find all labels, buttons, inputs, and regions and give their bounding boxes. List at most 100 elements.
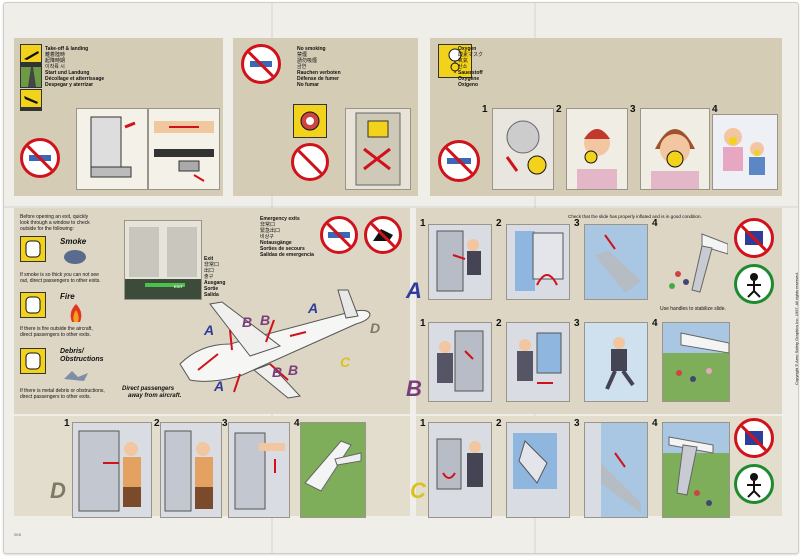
exit-c-no-baggage-icon — [734, 418, 774, 458]
exit-d-step-1-illustration — [72, 422, 152, 518]
debris-icon — [64, 368, 88, 386]
exit-a-step-3-illustration — [584, 224, 648, 300]
exit-a-step-1-number: 1 — [420, 218, 426, 229]
diagram-letter-b-2: B — [260, 312, 271, 328]
exit-b-step-3-illustration — [584, 322, 648, 402]
slide-check-text: Check that the slide has properly inflat… — [568, 214, 702, 219]
emergency-exits-jp: 非常口 — [260, 222, 276, 228]
takeoff-title: Take-off & landing — [45, 46, 89, 52]
takeoff-plane-icon — [20, 44, 42, 66]
exit-c-step-1-number: 1 — [420, 418, 426, 429]
exit-label-en: Exit — [204, 256, 214, 262]
diagram-letter-b-1: B — [242, 314, 253, 330]
oxygen-step-4-illustration — [712, 114, 778, 190]
debris-title-2: Obstructions — [60, 356, 104, 363]
cabin-exit-view-illustration — [124, 220, 202, 300]
nosmoking-fr: Défense de fumer — [297, 76, 339, 82]
no-smoking-panel: No smoking 禁煙 請勿吸煙 금연 Rauchen verboten D… — [233, 38, 418, 196]
seatback-upright-illustration — [76, 108, 148, 190]
exit-b-step-1-illustration — [428, 322, 492, 402]
oxygen-no-smoking-icon — [438, 140, 480, 182]
nosmoking-title: No smoking — [297, 46, 326, 52]
exit-d-step-4-illustration — [300, 422, 366, 518]
before-exit-intro-3: outside for the following: — [20, 226, 74, 232]
exit-b-step-3-number: 3 — [574, 318, 580, 329]
lavatory-smoke-detector-icon — [293, 104, 327, 138]
emergency-exits-cn: 緊急出口 — [260, 228, 281, 234]
debris-window-icon — [20, 348, 46, 374]
handles-note: Use handles to stabilize slide. — [660, 306, 726, 312]
exit-no-high-heels-icon — [364, 216, 402, 254]
exit-b-step-4-illustration — [662, 322, 730, 402]
exit-b-label: B — [406, 376, 422, 401]
oxygen-cn: 氧氣 — [458, 58, 469, 64]
exit-a-step-1-illustration — [428, 224, 492, 300]
exit-label-de: Ausgang — [204, 280, 226, 286]
exit-d-step-2-illustration — [160, 422, 222, 518]
oxygen-step-1-number: 1 — [482, 104, 488, 115]
takeoff-fr: Décollage et atterrissage — [45, 76, 105, 82]
exit-c-panel: C 1 2 3 4 — [410, 416, 782, 518]
oxygen-kr: 산소 — [458, 64, 468, 70]
no-baggage-on-slide-icon — [734, 218, 774, 258]
emergency-exits-de: Notausgänge — [260, 240, 292, 246]
takeoff-kr: 이착륙 시 — [45, 64, 65, 70]
fire-title: Fire — [60, 292, 75, 301]
nosmoking-kr: 금연 — [297, 64, 307, 70]
diagram-letter-a-1: A — [204, 322, 215, 338]
oxygen-de: Sauerstoff — [458, 70, 483, 76]
fold-line-horizontal — [4, 206, 798, 208]
exit-no-baggage-icon — [320, 216, 358, 254]
exit-b-step-4-number: 4 — [652, 318, 658, 329]
direct-passengers-2: away from aircraft. — [128, 393, 182, 399]
exit-a-step-4-number: 4 — [652, 218, 658, 229]
exit-c-step-1-illustration — [428, 422, 492, 518]
diagram-letter-d: D — [370, 320, 381, 336]
exit-d-step-2-number: 2 — [154, 418, 160, 429]
landing-plane-icon — [20, 89, 42, 111]
smoke-window-icon — [20, 236, 46, 262]
exit-c-step-3-illustration — [584, 422, 648, 518]
exit-sign-text: EXIT — [174, 284, 183, 289]
exit-a-step-2-number: 2 — [496, 218, 502, 229]
smoke-title: Smoke — [60, 237, 87, 246]
smoke-text-2: out, direct passengers to other exits. — [20, 278, 101, 284]
direct-passengers-1: Direct passengers — [122, 386, 175, 392]
exit-label-kr: 출구 — [204, 274, 214, 280]
takeoff-jp: 離着陸時 — [45, 52, 66, 58]
smoke-text-1: If smoke is so thick you can not see — [20, 272, 99, 278]
nosmoking-es: No fumar — [297, 82, 319, 88]
card-code: SKB — [14, 533, 22, 537]
debris-text-2: direct passengers to other exits. — [20, 394, 91, 400]
oxygen-step-2-illustration — [566, 108, 628, 190]
diagram-letter-b-4: B — [288, 362, 299, 378]
before-exit-intro-2: look through a window to check — [20, 220, 90, 226]
exit-label-es: Salida — [204, 292, 219, 298]
emergency-exits-kr: 비상구 — [260, 234, 274, 240]
oxygen-step-2-number: 2 — [556, 104, 562, 115]
runway-icon — [20, 66, 42, 88]
before-exit-intro-1: Before opening an exit, quickly — [20, 214, 89, 220]
emergency-exits-es: Salidas de emergencia — [260, 252, 314, 258]
exit-a-step-4-illustration — [662, 224, 728, 298]
emergency-exits-fr: Sorties de secours — [260, 246, 305, 252]
exit-label-cn: 出口 — [204, 268, 215, 274]
fire-text-2: direct passengers to other exits. — [20, 332, 91, 338]
exit-b-step-2-number: 2 — [496, 318, 502, 329]
smoke-cloud-icon — [64, 250, 86, 264]
fire-window-icon — [20, 292, 46, 318]
exit-a-step-2-illustration — [506, 224, 570, 300]
exit-c-step-2-number: 2 — [496, 418, 502, 429]
exit-d-step-3-number: 3 — [222, 418, 228, 429]
exit-c-label: C — [410, 478, 426, 503]
lavatory-door-illustration — [345, 108, 411, 190]
fire-text-1: If there is fire outside the aircraft, — [20, 326, 93, 332]
exit-d-step-4-number: 4 — [294, 418, 300, 429]
exit-d-step-3-illustration — [228, 422, 290, 518]
jump-onto-slide-icon — [734, 264, 774, 304]
oxygen-mask-icon — [438, 44, 472, 78]
exit-c-step-4-illustration — [662, 422, 730, 518]
oxygen-jp: 酸素マスク — [458, 52, 484, 58]
no-tampering-sign-icon — [291, 143, 329, 181]
copyright-notice: Copyright © Aero Safety Graphics Inc. 19… — [794, 272, 799, 385]
